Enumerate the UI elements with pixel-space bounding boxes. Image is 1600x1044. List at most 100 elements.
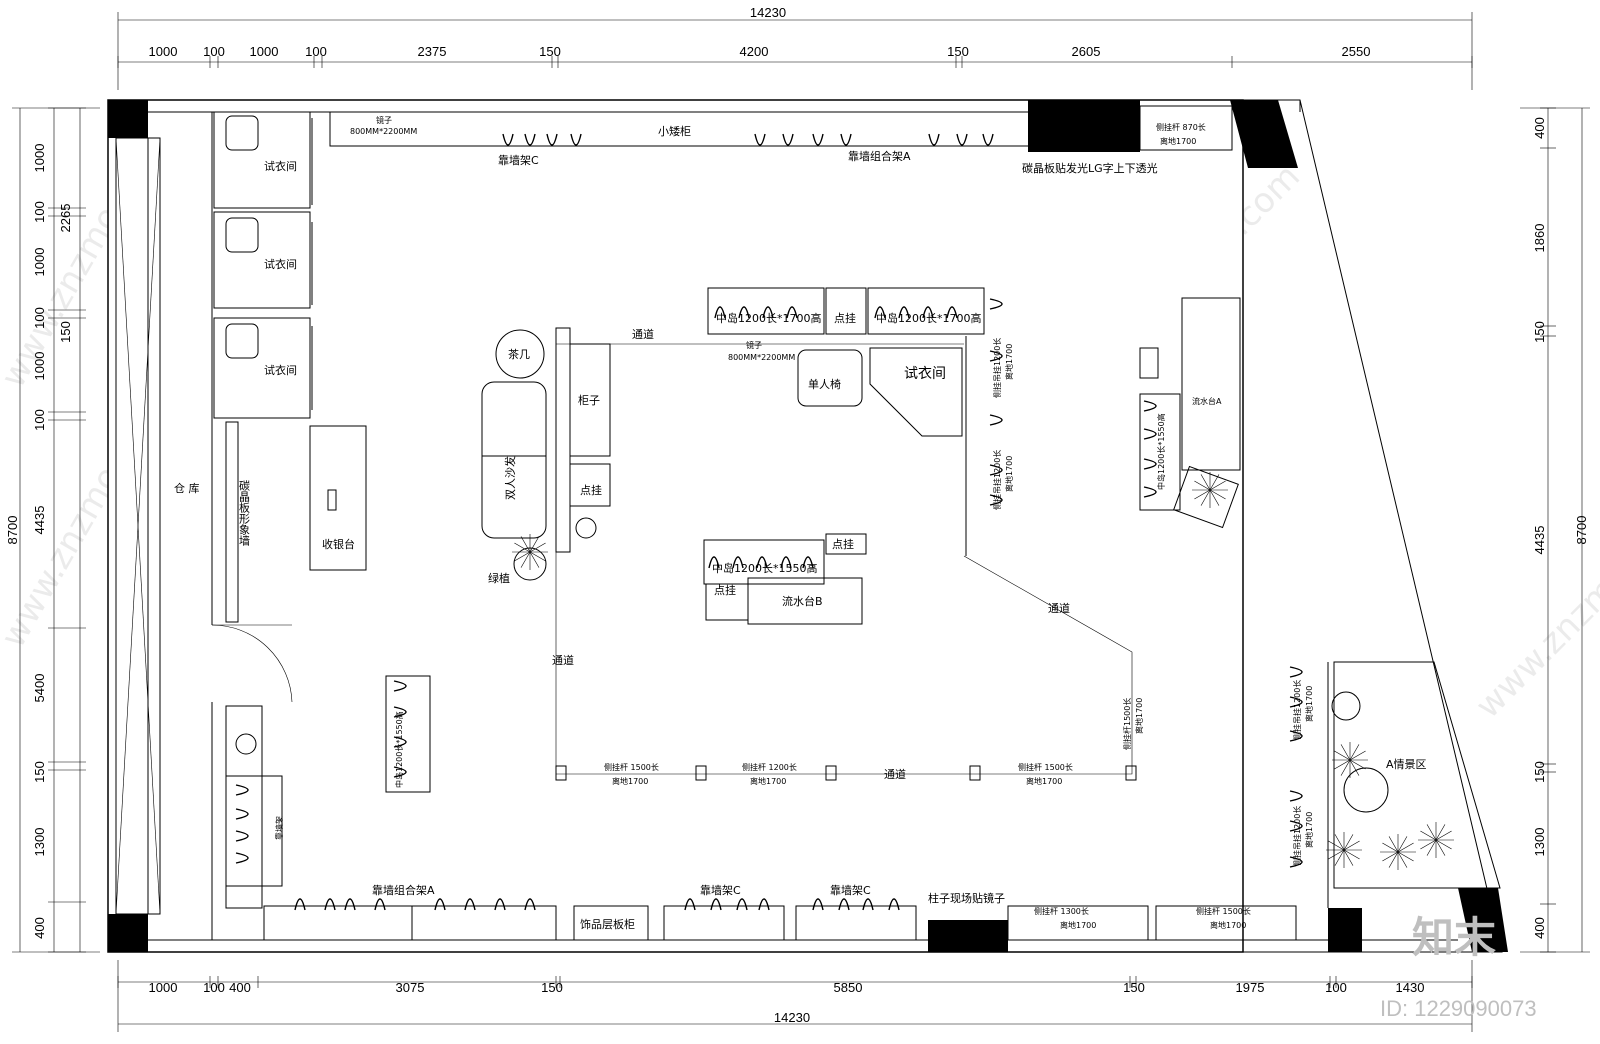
bottom-dimension: 1000 — [149, 980, 178, 995]
hanger-icon — [756, 556, 768, 569]
right-dimension: 150 — [1532, 761, 1547, 783]
hanger-icon — [888, 898, 900, 911]
left-dimension: 5400 — [32, 674, 47, 703]
wall-combo-a-top-label: 靠墙组合架A — [848, 149, 911, 163]
bottom-dimension: 100 — [203, 980, 225, 995]
left-dimension: 100 — [32, 307, 47, 329]
top-dimension: 100 — [305, 44, 327, 59]
hanger-icon — [989, 464, 1003, 476]
hanger-icon — [393, 736, 407, 748]
hang-rod-height: 离地1700 — [1210, 920, 1246, 930]
hanger-icon — [393, 706, 407, 718]
counter-b-label: 流水台B — [782, 594, 823, 608]
hang-rod-height: 离地1700 — [1026, 776, 1062, 786]
bottom-dimension: 1430 — [1396, 980, 1425, 995]
hanger-icon — [989, 350, 1003, 362]
walls — [107, 99, 1508, 953]
hang-rod-top-height: 离地1700 — [1160, 136, 1196, 146]
side-hang-right-label: 侧挂杆1500长 — [1122, 698, 1132, 750]
plant-icon — [1192, 472, 1228, 508]
left-dimension: 100 — [32, 201, 47, 223]
wall-shelf-c-top-label: 靠墙架C — [498, 153, 539, 167]
mirror-top-label: 镜子 — [376, 115, 392, 125]
bottom-dimension: 3075 — [396, 980, 425, 995]
hanger-icon — [780, 556, 792, 569]
bottom-dimension: 400 — [229, 980, 251, 995]
dimension-lines: 14230 14230 8700 8700 — [5, 5, 1590, 1032]
hanger-icon — [684, 898, 696, 911]
hanger-icon — [464, 898, 476, 911]
scene-a-label: A情景区 — [1386, 758, 1427, 771]
hanger-icon — [374, 898, 386, 911]
top-dimension: 2605 — [1072, 44, 1101, 59]
bottom-fixtures: 靠墙架 靠墙组合架A 饰品层板柜 靠墙架C 靠墙架C 柱子现场贴镜子 侧挂杆 1… — [225, 705, 1297, 941]
left-outer-dimension: 2265 — [58, 204, 73, 233]
hanger-icon — [982, 133, 994, 146]
left-dimension: 1000 — [32, 248, 47, 277]
accessory-cabinet-label: 饰品层板柜 — [580, 917, 635, 931]
id-text: ID: 1229090073 — [1380, 996, 1537, 1021]
hanger-icon — [922, 306, 934, 319]
hanger-icon — [838, 898, 850, 911]
small-low-cabinet-label: 小矮柜 — [658, 124, 691, 138]
hanger-icon — [786, 306, 798, 319]
overall-left-dim: 8700 — [5, 516, 20, 545]
sofa-label: 双人沙发 — [503, 456, 517, 500]
branding: 知末 ID: 1229090073 — [1380, 913, 1537, 1021]
hanger-icon — [434, 898, 446, 911]
top-dimension: 150 — [539, 44, 561, 59]
hanger-icon — [1289, 696, 1303, 708]
hanger-icon — [393, 680, 407, 692]
right-dimension: 400 — [1532, 117, 1547, 139]
plant-icon — [1332, 742, 1368, 778]
overall-bottom-dim: 14230 — [774, 1010, 810, 1025]
overall-right-dim: 8700 — [1574, 516, 1589, 545]
plant-icon — [1418, 822, 1454, 858]
spot-hang-label: 点挂 — [714, 583, 736, 597]
hang-rod-height: 离地1700 — [1060, 920, 1096, 930]
wall-combo-a-bottom-label: 靠墙组合架A — [372, 883, 435, 897]
hanger-icon — [956, 133, 968, 146]
plant-label: 绿植 — [488, 571, 510, 585]
hanger-icon — [710, 898, 722, 911]
overall-top-dim: 14230 — [750, 5, 786, 20]
right-dimension: 150 — [1532, 321, 1547, 343]
logo-text: 知末 — [1412, 913, 1496, 962]
fitting-room-label: 试衣间 — [264, 257, 297, 271]
v-hang-height: 离地1700 — [1304, 686, 1314, 722]
plant-icon — [1380, 834, 1416, 870]
side-hang-right-height: 离地1700 — [1134, 698, 1144, 734]
mirror-center-size: 800MM*2200MM — [728, 353, 795, 362]
left-dimension: 1300 — [32, 828, 47, 857]
mirror-center-label: 镜子 — [746, 340, 762, 350]
plant-icon — [512, 534, 548, 570]
right-area: 流水台A 中岛1200长*1550高 A情景区 侧挂吊挂1200长 离地1700… — [512, 297, 1501, 908]
fitting-room-center-label: 试衣间 — [904, 366, 946, 382]
cabinet-label: 柜子 — [578, 394, 600, 407]
top-dimension: 4200 — [740, 44, 769, 59]
island-3-label: 中岛1200长*1550高 — [712, 561, 818, 575]
island-side-label: 中岛1200长*1550高 — [1156, 413, 1166, 490]
right-dimension: 1860 — [1532, 224, 1547, 253]
hanger-icon — [235, 852, 249, 864]
island-2-label: 中岛1200长*1700高 — [876, 311, 982, 325]
tea-table-label: 茶几 — [508, 348, 530, 361]
aisle-right-label: 通道 — [1048, 601, 1070, 615]
hanger-icon — [546, 133, 558, 146]
hang-rod-top-label: 侧挂杆 870长 — [1156, 122, 1206, 132]
hanger-icon — [524, 133, 536, 146]
v-hang-label: 侧挂吊挂1200长 — [1292, 806, 1302, 866]
hanger-icon — [758, 898, 770, 911]
bottom-dimension: 100 — [1325, 980, 1347, 995]
v-hang-label: 侧挂吊挂1200长 — [992, 338, 1002, 398]
hanger-icon — [812, 133, 824, 146]
v-hang-height: 离地1700 — [1004, 456, 1014, 492]
left-dimension: 150 — [32, 761, 47, 783]
top-fixtures: 镜子 800MM*2200MM 靠墙架C 小矮柜 靠墙组合架A 碳晶板贴发光LG… — [329, 105, 1233, 175]
hanger-icon — [1143, 428, 1157, 440]
hanger-icon — [1143, 400, 1157, 412]
hanger-icon — [393, 766, 407, 778]
